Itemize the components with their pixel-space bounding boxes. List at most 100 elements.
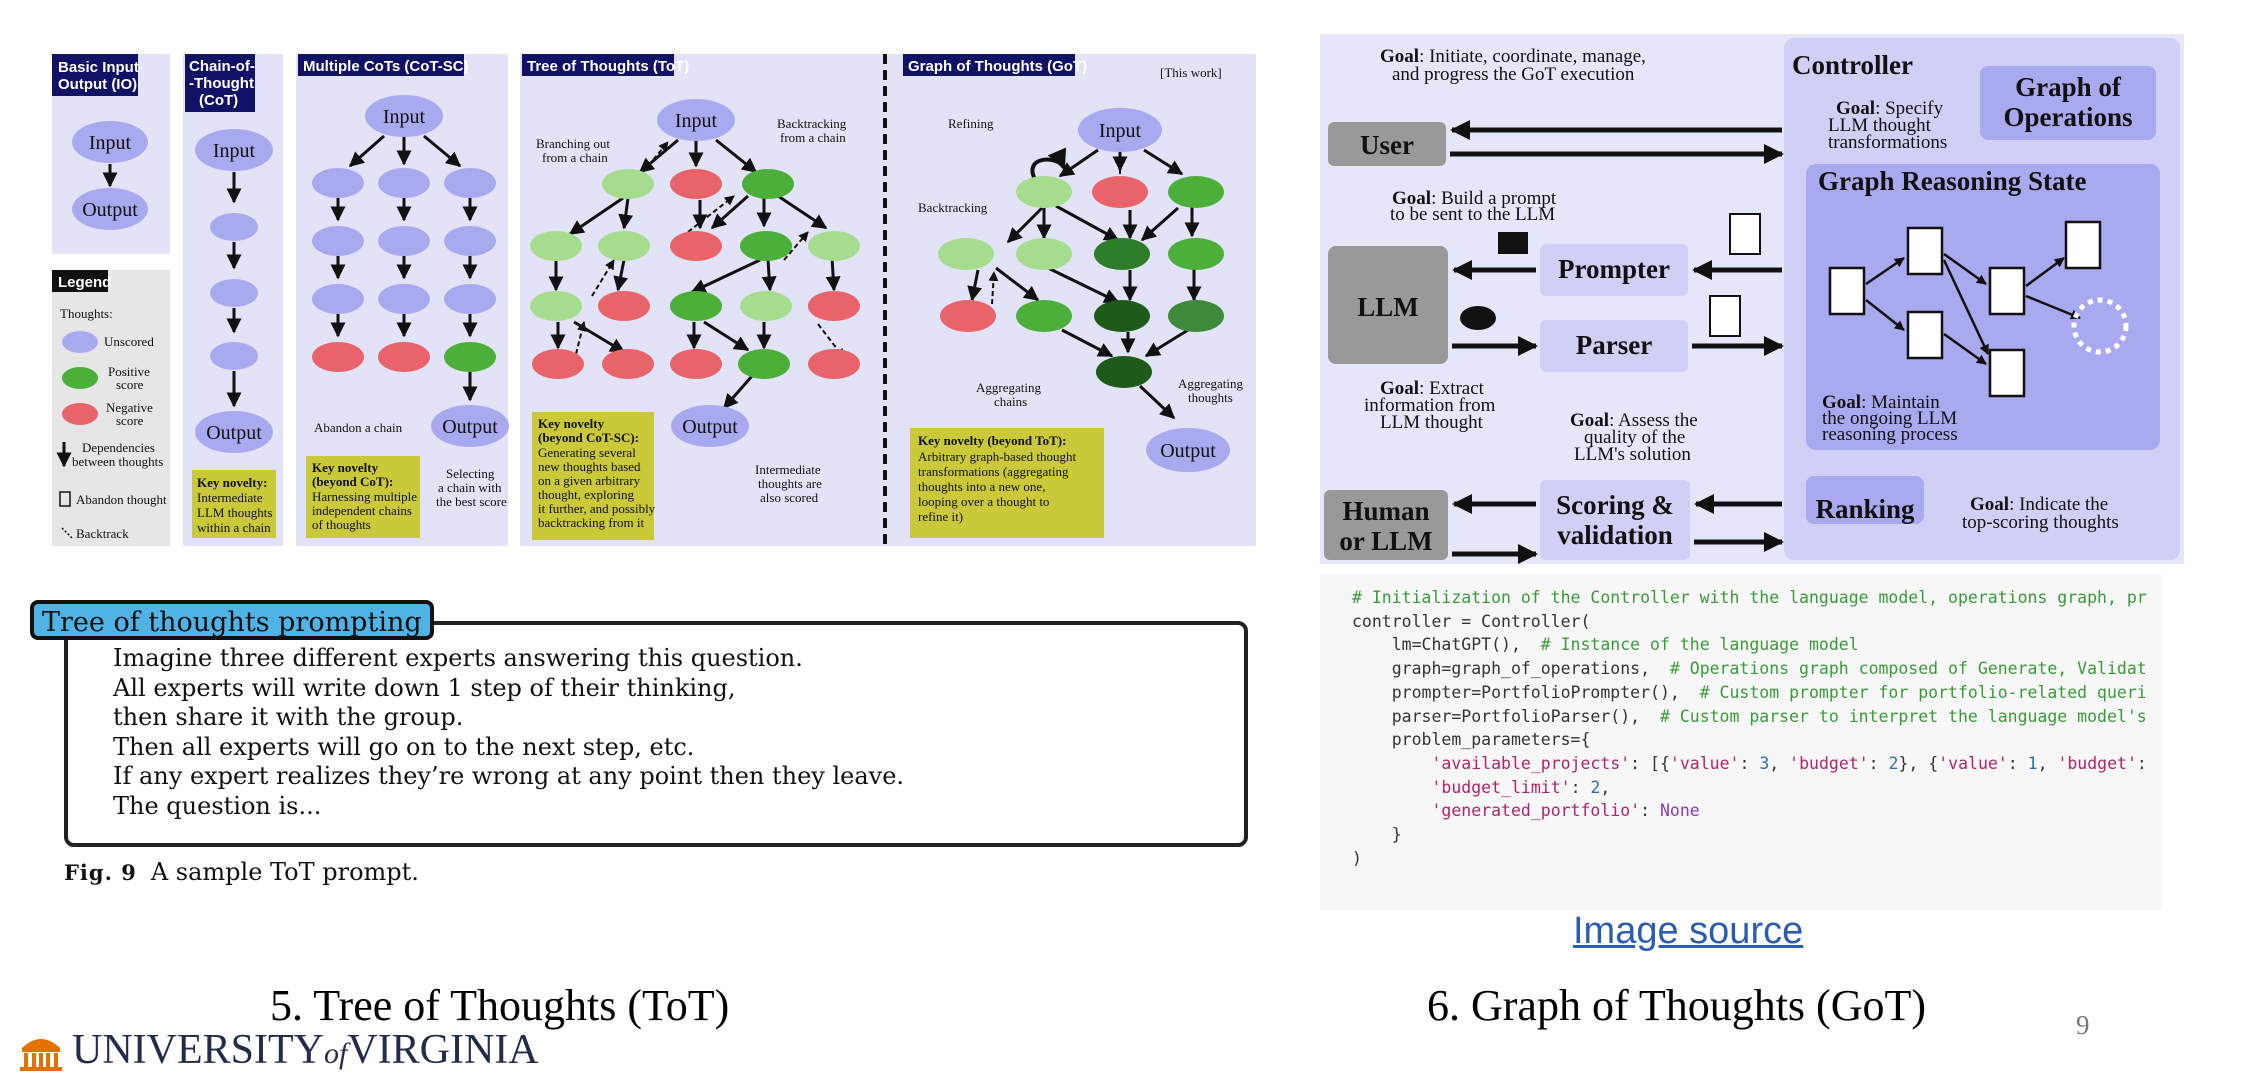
tot-novelty-line: thought, exploring xyxy=(538,487,635,502)
tot-negative-node xyxy=(670,169,722,199)
got-title-bg xyxy=(903,54,1075,76)
cot-novelty-line: Intermediate xyxy=(197,490,263,505)
human-llm-title: or LLM xyxy=(1339,526,1432,556)
code-line: problem_parameters={ xyxy=(1352,730,1591,750)
university-word: UNIVERSITY xyxy=(72,1027,324,1073)
legend-title-bg xyxy=(52,270,108,292)
controller-goal: and progress the GoT execution xyxy=(1392,64,1635,85)
legend-negative: score xyxy=(116,413,144,428)
cotsc-novelty-title: (beyond CoT): xyxy=(312,474,393,489)
tot-title: Tree of Thoughts (ToT) xyxy=(527,58,689,75)
tot-thought-node xyxy=(598,231,650,261)
tot-novelty-title: Key novelty xyxy=(538,416,605,431)
legend-dependencies: between thoughts xyxy=(72,454,163,469)
code-line: prompter=PortfolioPrompter(), xyxy=(1352,682,1700,702)
cot-novelty-box xyxy=(192,470,276,538)
parser-title: Parser xyxy=(1576,330,1652,360)
got-novelty-box xyxy=(910,428,1104,538)
cotsc-input-node xyxy=(365,95,443,137)
controller-goal: Goal: Initiate, coordinate, manage, xyxy=(1380,46,1646,67)
code-keyword: None xyxy=(1659,801,1700,821)
grs-goal: reasoning process xyxy=(1822,424,1958,445)
cot-output-node xyxy=(195,411,273,453)
code-comment: # Instance of the language model xyxy=(1540,635,1859,655)
scoring-goal: quality of the xyxy=(1584,427,1685,448)
tot-positive-node xyxy=(670,291,722,321)
tot-title-bg xyxy=(522,54,674,76)
graph-ops-goal: Goal: Specify xyxy=(1836,98,1944,119)
rotunda-icon xyxy=(20,1039,62,1071)
image-source-link[interactable]: Image source xyxy=(1573,910,1804,952)
got-negative-node xyxy=(1092,176,1148,208)
figure-label: Fig. 9 xyxy=(64,860,137,885)
prompter-goal: to be sent to the LLM xyxy=(1390,204,1555,225)
llm-title: LLM xyxy=(1357,292,1419,322)
human-llm-box xyxy=(1324,490,1448,560)
user-title: User xyxy=(1360,130,1414,160)
cotsc-select-label: Selecting xyxy=(446,466,495,481)
code-string: 'budget_limit' xyxy=(1431,777,1571,797)
cotsc-novelty-title: Key novelty xyxy=(312,460,379,475)
tot-prompt-box xyxy=(64,621,1248,847)
graph-ops-box xyxy=(1980,66,2156,140)
tot-negative-node xyxy=(808,291,860,321)
legend-backtrack: Backtrack xyxy=(76,526,129,541)
legend-title: Legend xyxy=(58,274,111,291)
page-number: 9 xyxy=(2076,1010,2090,1040)
got-positive-node xyxy=(1168,176,1224,208)
code-number: 2 xyxy=(1590,777,1601,797)
parser-goal: LLM thought xyxy=(1380,412,1484,433)
scoring-title: validation xyxy=(1557,520,1673,550)
llm-box xyxy=(1328,246,1448,364)
cot-thought-node xyxy=(210,213,258,241)
got-novelty-line: transformations (aggregating xyxy=(918,464,1069,479)
tot-thought-node xyxy=(530,231,582,261)
scoring-box xyxy=(1540,480,1690,560)
document-icon xyxy=(1709,295,1741,337)
cot-input-label: Input xyxy=(213,140,256,162)
university-word: VIRGINIA xyxy=(347,1027,539,1073)
tot-branch-label: Branching out xyxy=(536,136,610,151)
tot-output-label: Output xyxy=(682,416,738,438)
prompt-line: Then all experts will go on to the next … xyxy=(113,732,695,761)
tot-branch-label: from a chain xyxy=(542,150,608,165)
controller-title: Controller xyxy=(1792,50,1913,80)
got-novelty-line: Arbitrary graph-based thought xyxy=(918,449,1077,464)
parser-goal: information from xyxy=(1364,395,1496,416)
ranking-title: Ranking xyxy=(1815,494,1915,524)
document-icon xyxy=(1906,310,1944,360)
legend-positive: score xyxy=(116,377,144,392)
prompter-goal: Goal: Build a prompt xyxy=(1392,188,1557,209)
tot-novelty-line: new thoughts based xyxy=(538,459,641,474)
cotsc-output-label: Output xyxy=(442,416,498,438)
cotsc-abandon-label: Abandon a chain xyxy=(314,420,403,435)
code-comment: # Custom prompter for portfolio-related … xyxy=(1699,682,2147,702)
tot-positive-node xyxy=(740,231,792,261)
code-line: } xyxy=(1352,825,1402,845)
uva-logo: UNIVERSITYofVIRGINIA xyxy=(18,1025,539,1075)
cotsc-novelty-line: Harnessing multiple xyxy=(312,489,417,504)
code-string: 'budget' xyxy=(2057,753,2137,773)
got-novelty-title: Key novelty (beyond ToT): xyxy=(918,433,1066,448)
tot-positive-node xyxy=(738,349,790,379)
got-positive-node xyxy=(1094,238,1150,270)
got-aggregate-node xyxy=(1096,356,1152,388)
got-positive-node xyxy=(1168,300,1224,332)
tot-thought-node xyxy=(740,291,792,321)
cotsc-thought-node xyxy=(378,226,430,256)
got-novelty-line: looping over a thought to xyxy=(918,494,1049,509)
grs-goal: Goal: Maintain xyxy=(1822,392,1940,413)
tot-backtrack-label: Backtracking xyxy=(777,116,847,131)
cot-title-line3: (CoT) xyxy=(199,92,238,109)
cotsc-select-label: the best score xyxy=(436,494,507,509)
got-agg-chains-label: Aggregating xyxy=(976,380,1041,395)
document-icon xyxy=(1988,266,2026,316)
tot-thought-node xyxy=(808,231,860,261)
cotsc-thought-node xyxy=(312,168,364,198)
legend-unscored-swatch xyxy=(62,331,98,353)
parser-box xyxy=(1540,320,1688,372)
tot-novelty-title: (beyond CoT-SC): xyxy=(538,430,639,445)
cotsc-input-label: Input xyxy=(383,106,426,128)
got-thought-node xyxy=(1016,238,1072,270)
tot-negative-node xyxy=(670,231,722,261)
